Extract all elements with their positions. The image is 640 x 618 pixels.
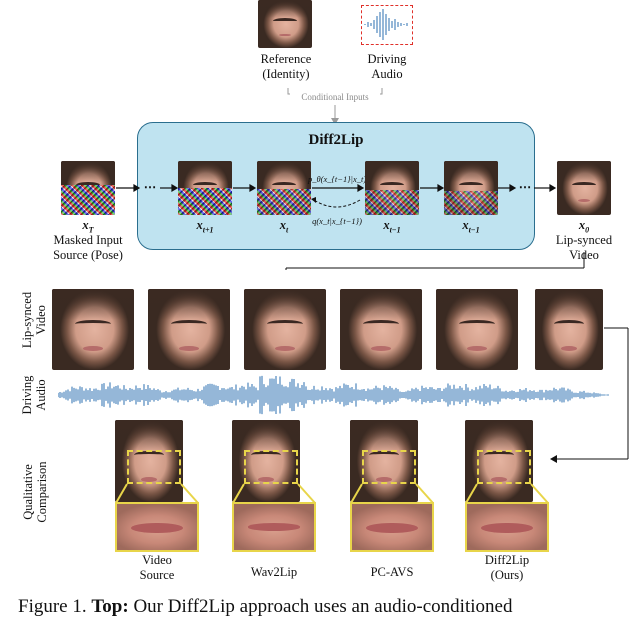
x-t-label: xt xyxy=(279,218,289,235)
diff2lip-ours-mouth-box xyxy=(477,450,531,484)
figure-caption: Figure 1. Top: Our Diff2Lip approach use… xyxy=(18,596,513,617)
lip-synced-frame-6 xyxy=(535,289,603,370)
x-t-minus-1-label: xt−1 xyxy=(383,218,401,235)
frame-x-t xyxy=(257,161,311,215)
method-label-pc-avs: PC-AVS xyxy=(370,565,414,579)
lip-synced-frame-3 xyxy=(244,289,326,370)
zoom-lines-4 xyxy=(465,483,549,504)
driving-audio-thumbnail xyxy=(361,5,413,45)
masked-input-image xyxy=(61,161,115,215)
video-source-mouth-box xyxy=(127,450,181,484)
output-x-0-image xyxy=(557,161,611,215)
ellipsis-1: ⋯ xyxy=(143,180,157,194)
driving-audio-waveform xyxy=(58,375,609,415)
ours-connector-arrow xyxy=(550,327,629,463)
x-t-minus-1-b-label: xt−1 xyxy=(462,218,480,235)
reference-identity-image xyxy=(258,0,312,48)
wav2lip-mouth-box xyxy=(244,450,298,484)
x-0-label: x0 xyxy=(578,218,590,235)
forward-process-label: p_θ(x_{t−1}|x_t) xyxy=(308,174,367,184)
waveform-icon xyxy=(364,9,408,40)
conditional-inputs-label: Conditional Inputs xyxy=(290,90,380,105)
diff2lip-ours-face xyxy=(465,420,533,502)
wav2lip-mouth-crop xyxy=(232,502,316,552)
frame-x-t-minus-1 xyxy=(365,161,419,215)
method-label-diff2lip-ours: Diff2Lip(Ours) xyxy=(484,553,530,582)
lip-synced-frame-4 xyxy=(340,289,422,370)
frame-x-t-plus-1 xyxy=(178,161,232,215)
diff2lip-ours-mouth-crop xyxy=(465,502,549,552)
x-t-plus-1-label: xt+1 xyxy=(196,218,214,235)
zoom-lines-1 xyxy=(115,483,199,504)
pc-avs-face xyxy=(350,420,418,502)
pc-avs-mouth-crop xyxy=(350,502,434,552)
lip-synced-frame-1 xyxy=(52,289,134,370)
zoom-lines-2 xyxy=(232,483,316,504)
zoom-lines-3 xyxy=(350,483,434,504)
ellipsis-2: ⋯ xyxy=(518,180,532,194)
video-source-face xyxy=(115,420,183,502)
reverse-process-label: q(x_t|x_{t−1}) xyxy=(312,216,362,226)
lip-synced-frame-5 xyxy=(436,289,518,370)
method-label-wav2lip: Wav2Lip xyxy=(250,565,298,579)
pc-avs-mouth-box xyxy=(362,450,416,484)
frame-x-t-minus-1-b xyxy=(444,161,498,215)
lip-synced-frame-2 xyxy=(148,289,230,370)
wav2lip-face xyxy=(232,420,300,502)
diffusion-arrows xyxy=(116,183,585,270)
video-source-mouth-crop xyxy=(115,502,199,552)
diff2lip-title: Diff2Lip xyxy=(308,132,364,148)
reference-label: Reference(Identity) xyxy=(260,52,312,81)
x-T-label: xT xyxy=(82,218,94,235)
